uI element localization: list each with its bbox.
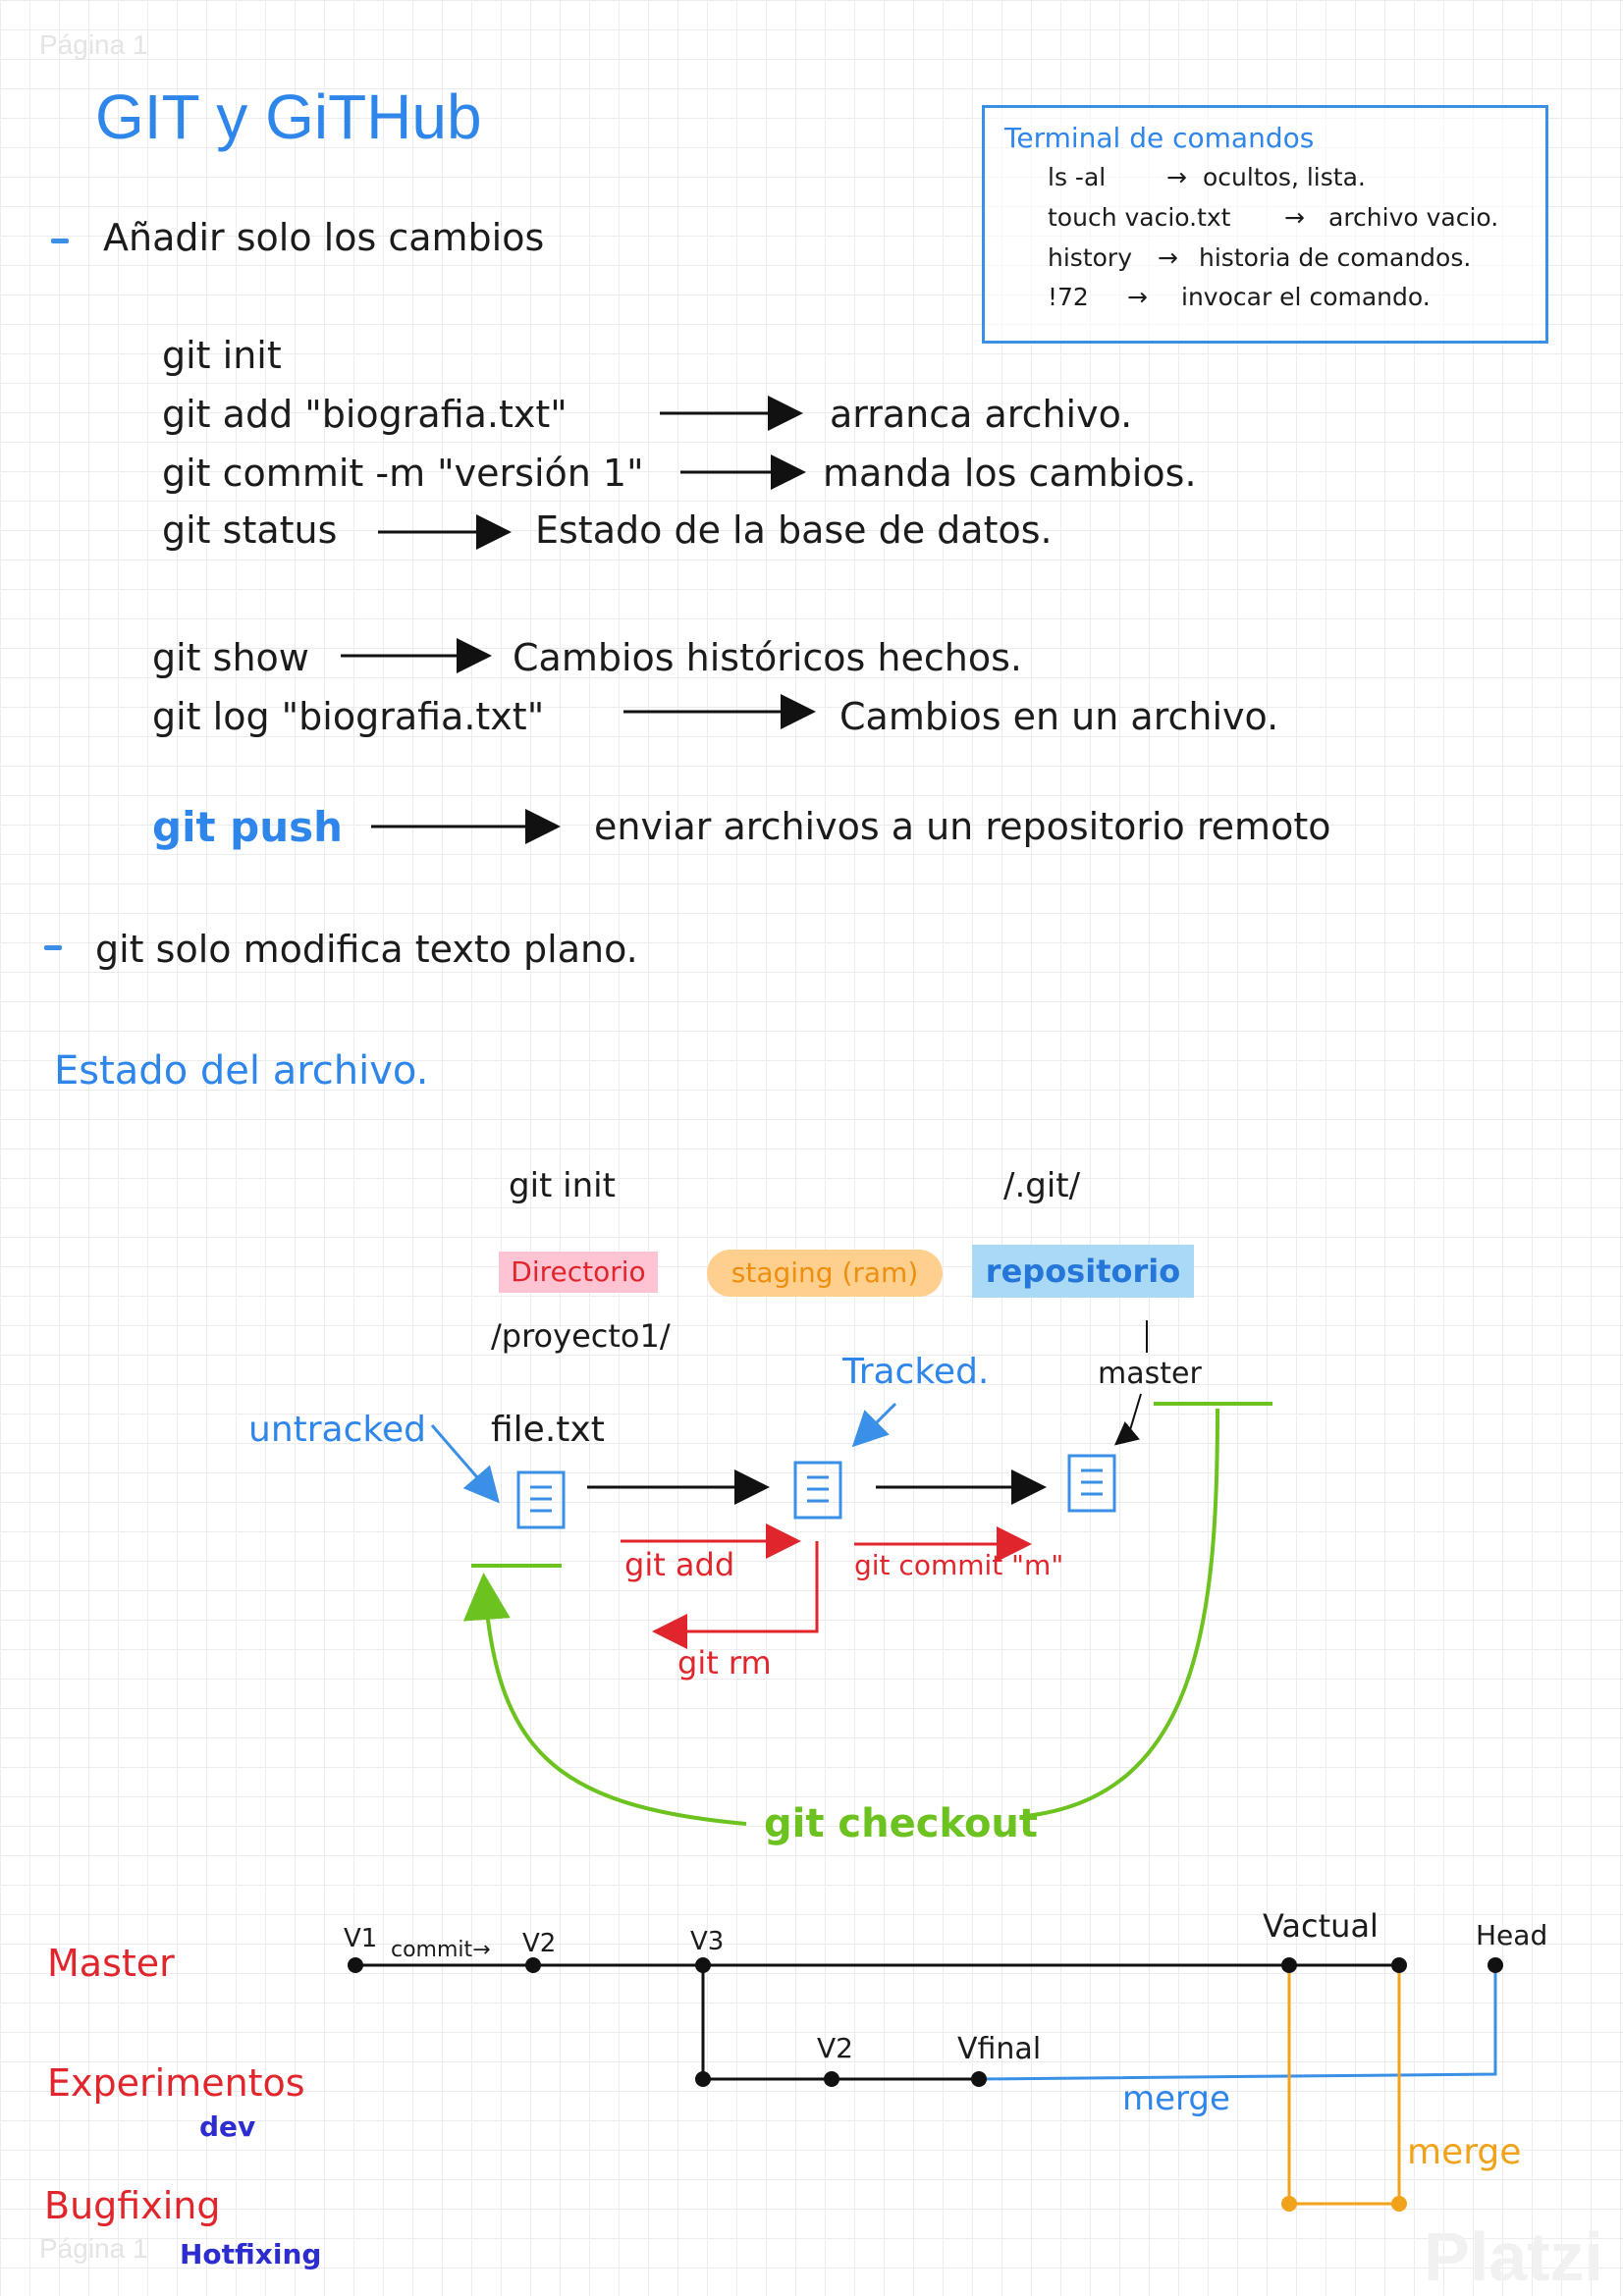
commit-v3-label: V3 xyxy=(690,1927,725,1956)
proyecto-label: /proyecto1/ xyxy=(491,1317,671,1355)
bullet-dash xyxy=(44,945,62,950)
page-label-top: Página 1 xyxy=(39,29,148,60)
checkout-arrow xyxy=(1025,1408,1219,1818)
merge-blue-line xyxy=(978,1965,1497,2081)
terminal-desc: ocultos, lista. xyxy=(1203,163,1366,191)
merge-blue-label: merge xyxy=(1122,2079,1230,2118)
section-heading: Estado del archivo. xyxy=(54,1048,429,1094)
command-git-push: git push xyxy=(152,803,344,851)
terminal-desc: invocar el comando. xyxy=(1181,283,1431,311)
commit-vactual-label: Vactual xyxy=(1263,1907,1379,1945)
branch-hotfixing-label: Hotfixing xyxy=(180,2238,322,2270)
page-title: GIT y GiTHub xyxy=(95,81,482,152)
commit-v1-label: V1 xyxy=(344,1924,378,1953)
master-label: master xyxy=(1098,1357,1202,1391)
git-dir-label: /.git/ xyxy=(1003,1166,1081,1205)
branch-master-label: Master xyxy=(47,1942,175,1985)
git-init-label: git init xyxy=(509,1166,616,1205)
bullet-dash xyxy=(51,239,69,243)
command-desc: enviar archivos a un repositorio remoto xyxy=(594,805,1331,848)
terminal-heading: Terminal de comandos xyxy=(1004,122,1315,154)
git-rm-label: git rm xyxy=(677,1644,772,1682)
terminal-desc: historia de comandos. xyxy=(1199,243,1472,272)
git-add-label: git add xyxy=(624,1546,735,1583)
command-git-show: git show xyxy=(152,636,309,679)
bullet-text: git solo modifica texto plano. xyxy=(95,928,638,971)
terminal-box: Terminal de comandos ls -al → ocultos, l… xyxy=(982,105,1548,344)
terminal-desc: archivo vacio. xyxy=(1328,203,1499,232)
commit-v2-exp-label: V2 xyxy=(817,2032,853,2064)
directorio-badge: Directorio xyxy=(499,1252,658,1293)
merge-orange-line xyxy=(1287,1965,1401,2206)
arrow-icon: → xyxy=(1127,283,1148,311)
command-git-status: git status xyxy=(162,508,338,552)
terminal-cmd: ls -al xyxy=(1048,163,1107,191)
staging-badge: staging (ram) xyxy=(707,1250,943,1297)
repositorio-badge: repositorio xyxy=(972,1245,1194,1298)
terminal-cmd: history xyxy=(1048,243,1132,272)
platzi-logo: Platzi xyxy=(1424,2218,1603,2295)
arrow-icon: → xyxy=(1158,243,1178,272)
branch-experimentos-label: Experimentos xyxy=(47,2061,305,2105)
tracked-label: Tracked. xyxy=(842,1352,990,1392)
branch-dev-label: dev xyxy=(199,2110,256,2143)
arrow-icon: → xyxy=(1166,163,1187,191)
arrow-icon: → xyxy=(1284,203,1305,232)
arrow-icon xyxy=(851,1402,897,1448)
branch-bugfixing-label: Bugfixing xyxy=(44,2184,221,2227)
command-desc: Cambios históricos hechos. xyxy=(513,636,1022,679)
command-desc: Cambios en un archivo. xyxy=(839,695,1279,738)
commit-vfinal-label: Vfinal xyxy=(957,2032,1042,2066)
command-git-log: git log "biografia.txt" xyxy=(152,695,545,738)
commit-arrow-label: commit→ xyxy=(391,1938,491,1962)
untracked-label: untracked xyxy=(248,1410,426,1450)
command-desc: arranca archivo. xyxy=(830,393,1133,436)
head-label: Head xyxy=(1476,1919,1548,1951)
command-git-commit: git commit -m "versión 1" xyxy=(162,452,644,495)
bullet-text: Añadir solo los cambios xyxy=(103,216,545,259)
arrow-icon xyxy=(430,1424,500,1504)
file-icon xyxy=(1067,1454,1116,1513)
file-icon xyxy=(516,1470,566,1529)
command-git-init: git init xyxy=(162,334,282,377)
command-desc: manda los cambios. xyxy=(823,452,1197,495)
merge-orange-label: merge xyxy=(1407,2132,1522,2172)
file-icon xyxy=(793,1461,842,1520)
commit-dot xyxy=(1281,2196,1407,2212)
page-label-bottom: Página 1 xyxy=(39,2233,148,2264)
command-git-add: git add "biografia.txt" xyxy=(162,393,568,436)
arrow-icon xyxy=(1113,1393,1142,1446)
command-desc: Estado de la base de datos. xyxy=(535,508,1053,552)
git-checkout-label: git checkout xyxy=(764,1801,1039,1846)
commit-dot xyxy=(348,1957,1503,2087)
checkout-arrow xyxy=(462,1573,747,1826)
arrow-icon xyxy=(652,1541,819,1649)
terminal-cmd: !72 xyxy=(1048,283,1089,311)
commit-v2-label: V2 xyxy=(522,1929,557,1958)
terminal-cmd: touch vacio.txt xyxy=(1048,203,1231,232)
file-label: file.txt xyxy=(491,1410,605,1450)
